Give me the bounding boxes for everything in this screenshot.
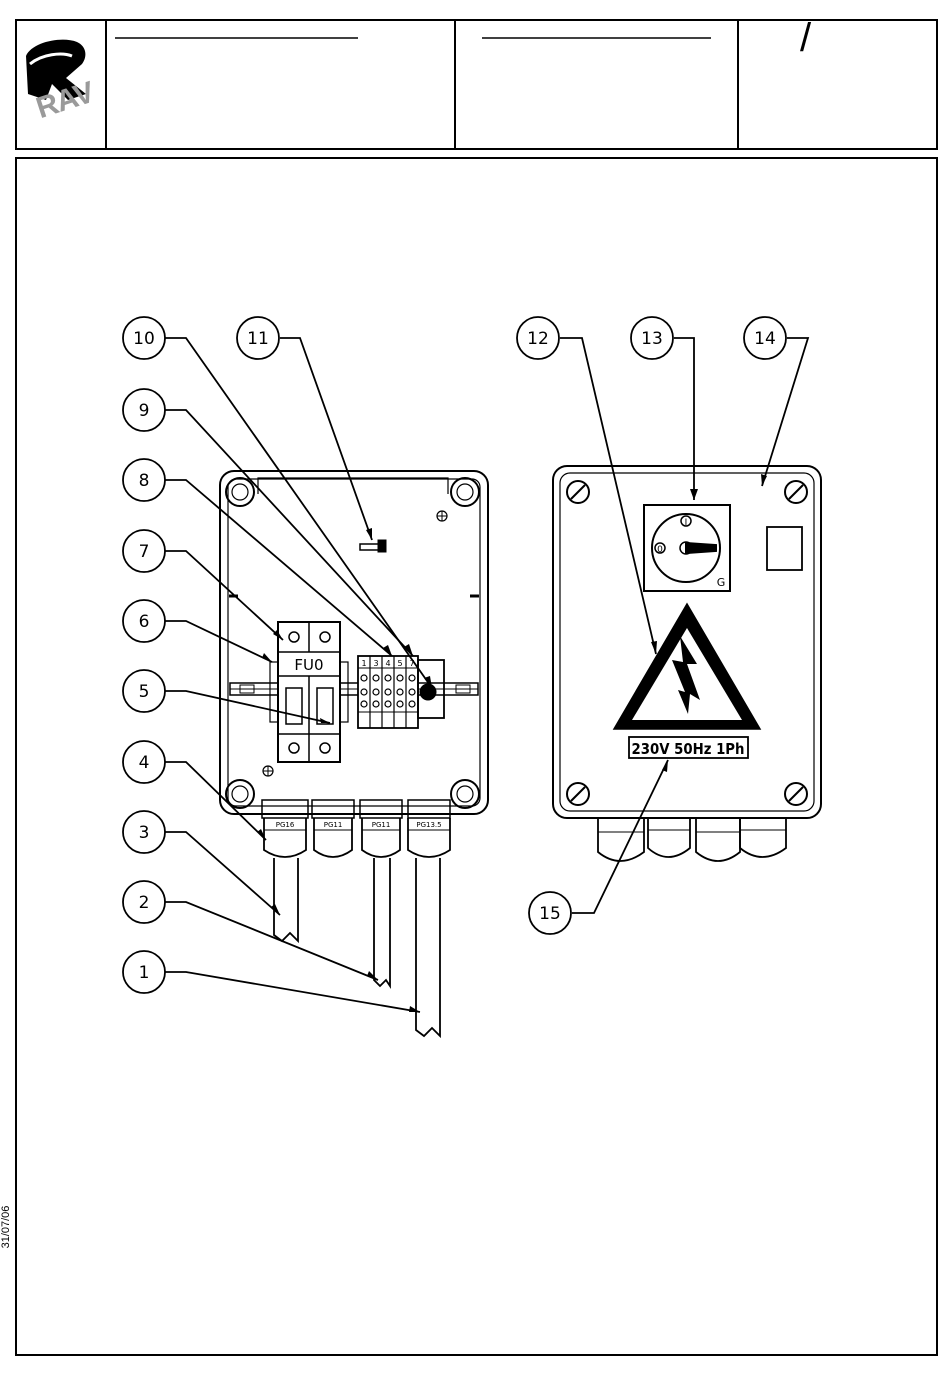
- footer-date: 31/07/06: [0, 1192, 14, 1262]
- callout-3: 3: [139, 823, 150, 843]
- callout-2: 2: [139, 893, 150, 913]
- callout-10: 10: [133, 329, 155, 349]
- fuse-label: FU0: [294, 656, 323, 674]
- switch-letter: G: [717, 576, 726, 589]
- callout-9: 9: [139, 401, 150, 421]
- callout-1: 1: [139, 963, 150, 983]
- gland-labels: PG16 PG11 PG11 PG13.5: [276, 821, 442, 829]
- svg-text:7: 7: [409, 659, 414, 668]
- callout-6: 6: [139, 612, 150, 632]
- callout-5: 5: [139, 682, 150, 702]
- svg-text:PG16: PG16: [276, 821, 295, 829]
- callout-7: 7: [139, 542, 150, 562]
- callout-13: 13: [641, 329, 663, 349]
- voltage-label: 230V 50Hz 1Ph: [632, 740, 745, 758]
- callout-11: 11: [247, 329, 269, 349]
- callout-4: 4: [139, 753, 150, 773]
- switch-pos-off: 0: [657, 545, 663, 555]
- open-enclosure: [220, 471, 488, 1036]
- svg-text:PG11: PG11: [324, 821, 343, 829]
- svg-text:5: 5: [397, 659, 402, 668]
- callout-12: 12: [527, 329, 549, 349]
- callout-15: 15: [539, 904, 561, 924]
- svg-text:PG11: PG11: [372, 821, 391, 829]
- svg-text:3: 3: [373, 659, 378, 668]
- svg-text:PG13.5: PG13.5: [416, 821, 441, 829]
- callout-8: 8: [139, 471, 150, 491]
- svg-text:1: 1: [361, 659, 366, 668]
- svg-text:4: 4: [385, 659, 390, 668]
- switch-pos-on: I: [685, 518, 688, 528]
- callout-14: 14: [754, 329, 776, 349]
